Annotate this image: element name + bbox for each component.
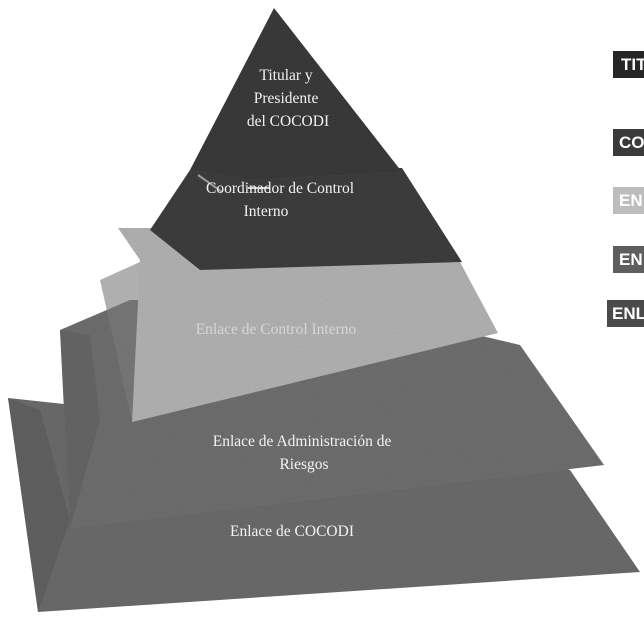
label-enlace-cocodi-line-1: Enlace de COCODI [230, 523, 354, 540]
legend-label-1: TIT [621, 55, 644, 74]
layer-enlace-control-shadow [100, 262, 140, 422]
legend-box-5 [607, 300, 644, 327]
label-titular-line-3: del COCODI [247, 113, 329, 130]
legend-item-2: CO [613, 129, 644, 156]
legend-label-3: EN [619, 191, 643, 210]
legend-item-4: EN [613, 246, 644, 273]
legend-box-2 [613, 129, 644, 156]
label-titular-line-2: Presidente [254, 90, 319, 107]
label-coordinador-line-1: Coordinador de Control [206, 180, 354, 197]
label-coordinador-line-2: Interno [244, 203, 289, 220]
legend-label-4: EN [619, 250, 643, 269]
label-titular: Titular y Presidente del COCODI [247, 67, 329, 130]
legend: TIT CO EN EN ENL [607, 51, 644, 327]
label-enlace-control: Enlace de Control Interno [196, 321, 357, 338]
label-enlace-cocodi: Enlace de COCODI [230, 523, 354, 540]
legend-label-2: CO [619, 133, 644, 152]
label-enlace-riesgos: Enlace de Administración de Riesgos [213, 433, 396, 473]
layer-enlace-cocodi-side [8, 398, 70, 612]
legend-item-5: ENL [607, 300, 644, 327]
layer-coordinador-shape [150, 168, 462, 270]
label-coordinador: Coordinador de Control Interno [206, 180, 358, 220]
layer-coordinador [150, 168, 462, 270]
layer-titular [190, 8, 402, 193]
legend-box-3 [613, 187, 644, 214]
legend-item-3: EN [613, 187, 644, 214]
layer-titular-shape [190, 8, 402, 180]
legend-box-4 [613, 246, 644, 273]
label-enlace-control-line-1: Enlace de Control Interno [196, 321, 357, 338]
legend-item-1: TIT [613, 51, 644, 78]
legend-box-1 [613, 51, 644, 78]
label-enlace-riesgos-line-1: Enlace de Administración de [213, 433, 392, 450]
label-enlace-riesgos-line-2: Riesgos [279, 456, 328, 473]
layer-separator-diag [197, 174, 223, 193]
layer-enlace-riesgos-side [60, 330, 100, 528]
label-titular-line-1: Titular y [259, 67, 313, 84]
legend-label-5: ENL [612, 304, 644, 323]
